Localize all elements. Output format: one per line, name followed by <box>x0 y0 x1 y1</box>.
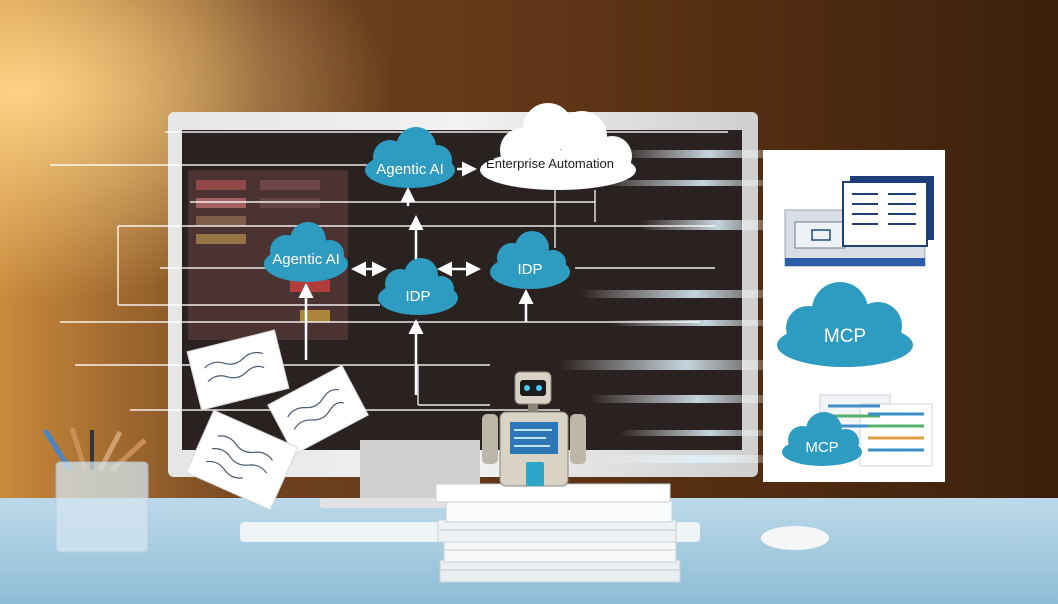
motion-streaks <box>560 150 770 463</box>
mouse-icon <box>761 526 829 550</box>
robot-icon <box>482 371 586 487</box>
enterprise-automation-label: Enterprise Automation <box>486 156 614 171</box>
cloud-icon <box>365 127 455 188</box>
floating-papers <box>185 329 369 511</box>
mcp-main-label: MCP <box>824 326 866 347</box>
cloud-icon <box>378 258 458 315</box>
cloud-icon <box>264 222 348 282</box>
document-icon <box>185 409 299 511</box>
agentic-ai-top-label: Agentic AI <box>376 161 444 178</box>
cloud-agentic-left: Agentic AI <box>264 222 348 282</box>
cloud-agentic-top: Agentic AI <box>365 127 455 188</box>
pencil-cup-icon <box>42 427 149 553</box>
idp-center-label: IDP <box>405 288 430 305</box>
idp-right-label: IDP <box>517 261 542 278</box>
paper-stack <box>435 483 681 583</box>
cloud-icon <box>782 412 862 466</box>
cloud-idp-right: IDP <box>490 231 570 289</box>
cloud-icon <box>480 103 636 190</box>
agentic-ai-left-label: Agentic AI <box>272 251 340 268</box>
document-icon <box>186 329 290 411</box>
cloud-enterprise: Enterprise Automation <box>480 103 636 190</box>
document-icon <box>267 364 369 456</box>
cloud-mcp-main: MCP <box>777 282 913 367</box>
mcp-small-label: MCP <box>805 439 838 456</box>
side-panel: MCP MCP <box>763 150 945 482</box>
cloud-icon <box>490 231 570 289</box>
flow-arrows <box>298 161 534 395</box>
cloud-icon <box>777 282 913 367</box>
document-icon <box>784 176 934 267</box>
cloud-idp-center: IDP <box>378 258 458 315</box>
cloud-mcp-small: MCP <box>782 412 862 466</box>
